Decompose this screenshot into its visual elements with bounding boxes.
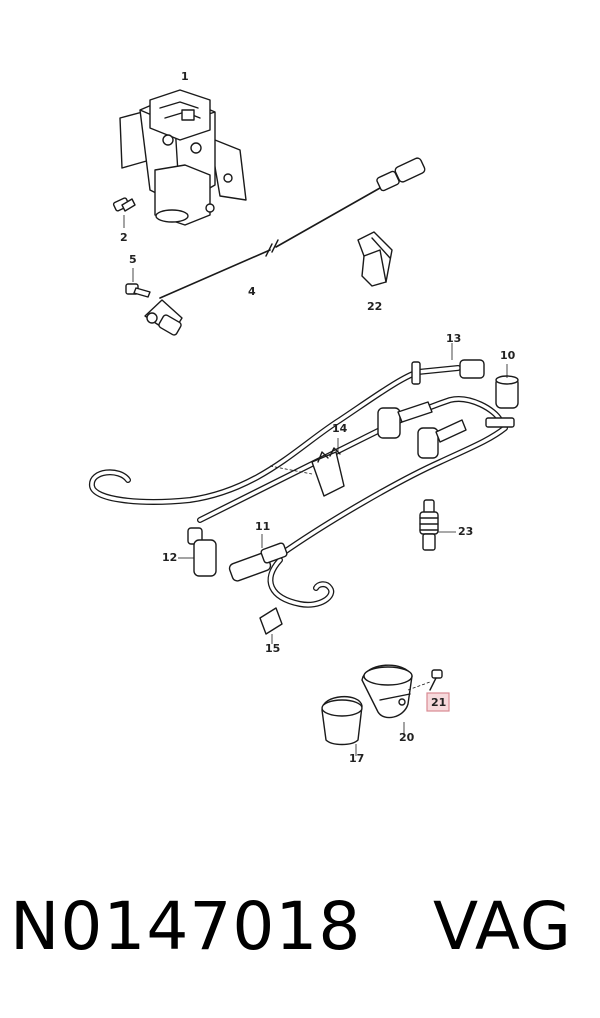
angled-plugs xyxy=(377,401,467,459)
callout-15[interactable]: 15 xyxy=(265,642,281,655)
connector-part-10 xyxy=(495,364,519,409)
callout-4[interactable]: 4 xyxy=(248,285,256,298)
connector-part-12 xyxy=(178,527,217,577)
callout-layer: 1 2 4 5 22 13 10 14 11 12 23 15 21 20 17 xyxy=(120,70,516,765)
bolt-part-21 xyxy=(407,669,443,691)
speed-sensor-part-4 xyxy=(144,157,426,336)
callout-2[interactable]: 2 xyxy=(120,231,128,244)
callout-13[interactable]: 13 xyxy=(446,332,462,345)
part-number: N0147018 xyxy=(10,888,362,965)
callout-10[interactable]: 10 xyxy=(500,349,516,362)
callout-23[interactable]: 23 xyxy=(458,525,474,538)
clip-part-15 xyxy=(259,607,283,644)
bolt-part-2 xyxy=(112,197,136,228)
sensor-part-23 xyxy=(419,499,456,551)
wiring-harness xyxy=(89,361,515,608)
callout-labels xyxy=(426,692,450,712)
callout-22[interactable]: 22 xyxy=(367,300,383,313)
callout-14[interactable]: 14 xyxy=(332,422,348,435)
callout-1[interactable]: 1 xyxy=(181,70,189,83)
clip-part-22 xyxy=(357,231,393,287)
bracket-part-14 xyxy=(269,438,345,497)
callout-17[interactable]: 17 xyxy=(349,752,365,765)
highlight-box-21 xyxy=(426,692,450,712)
callout-11[interactable]: 11 xyxy=(255,520,271,533)
callout-21[interactable]: 21 xyxy=(431,696,447,709)
ring-part-17 xyxy=(321,695,363,756)
connector-part-13 xyxy=(451,343,485,379)
callout-5[interactable]: 5 xyxy=(129,253,137,266)
callout-12[interactable]: 12 xyxy=(162,551,178,564)
callout-20[interactable]: 20 xyxy=(399,731,415,744)
footer: N0147018 VAG xyxy=(0,880,600,1000)
parts-diagram xyxy=(89,89,519,756)
connector-part-11 xyxy=(228,534,288,582)
bolt-part-5 xyxy=(125,268,151,298)
clamp-part-20 xyxy=(361,664,413,734)
abs-unit-part xyxy=(119,89,247,226)
brand-name: VAG xyxy=(432,888,572,965)
